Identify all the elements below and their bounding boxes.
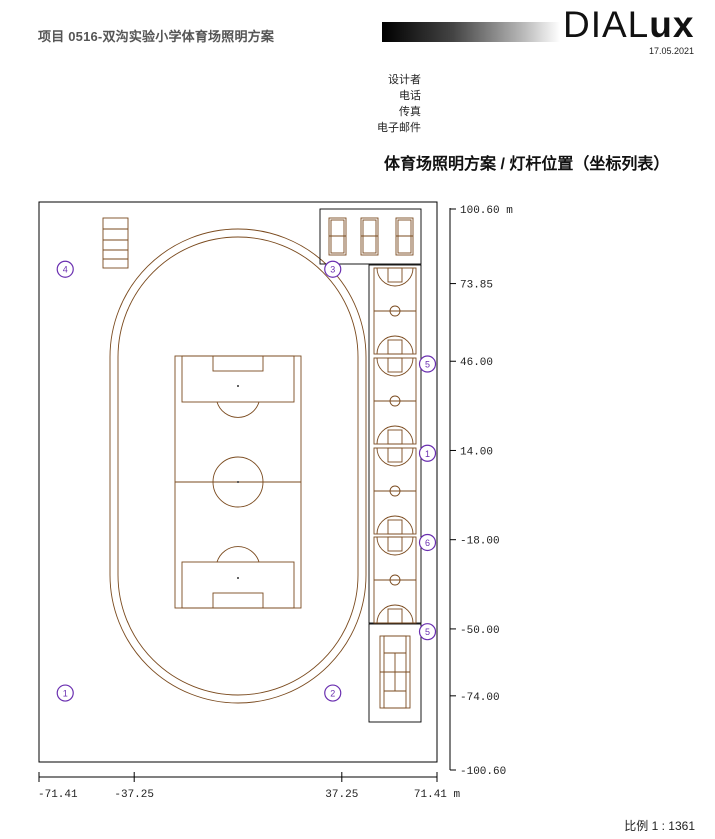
page-heading: 体育场照明方案 / 灯杆位置（坐标列表）	[384, 156, 670, 173]
penalty-area-bottom	[181, 561, 295, 609]
scale-label: 比例 1 : 1361	[624, 819, 695, 833]
light-pole-marker: 6	[418, 533, 437, 552]
light-pole-label: 1	[63, 689, 68, 699]
centre-circle	[212, 456, 264, 508]
light-pole-label: 1	[425, 449, 430, 459]
light-pole-label: 2	[330, 689, 335, 699]
light-pole-markers: 1 2 3 4 5 1 6 5	[56, 260, 437, 702]
x-tick-label: 71.41 m	[414, 789, 461, 801]
phone-label: 电话	[399, 90, 421, 102]
y-tick-label: -18.00	[460, 536, 500, 548]
tennis-court	[379, 635, 411, 709]
x-tick-label: 37.25	[325, 789, 358, 801]
y-tick-label: 100.60 m	[460, 205, 513, 217]
y-tick-label: 73.85	[460, 280, 493, 292]
penalty-spot-top	[237, 385, 239, 387]
light-pole-label: 6	[425, 538, 430, 548]
light-pole-marker: 2	[324, 684, 342, 702]
track-inner-lane	[117, 236, 359, 696]
penalty-arc-bottom	[216, 546, 260, 563]
project-title: 项目 0516-双沟实验小学体育场照明方案	[38, 29, 275, 44]
y-tick-label: 14.00	[460, 446, 493, 458]
court-block-top	[319, 208, 422, 265]
goal-area-bottom	[212, 592, 264, 609]
light-pole-label: 3	[330, 265, 335, 275]
x-axis-ticks: -71.41 -37.25 37.25 71.41 m	[38, 772, 460, 801]
basketball-court	[373, 447, 417, 535]
track-outer-lane	[109, 228, 367, 704]
logo-text-light: DIAL	[563, 4, 650, 45]
basketball-court	[373, 536, 417, 624]
y-tick-label: -74.00	[460, 692, 500, 704]
basketball-court	[373, 267, 417, 355]
light-pole-label: 5	[425, 360, 430, 370]
small-courts-top	[328, 217, 414, 256]
tennis-block	[368, 623, 422, 723]
centre-spot	[237, 481, 239, 483]
field-linework	[109, 228, 367, 704]
penalty-spot-bottom	[237, 577, 239, 579]
light-pole-marker: 5	[418, 623, 437, 641]
report-date: 17.05.2021	[648, 46, 694, 56]
penalty-area-top	[181, 355, 295, 403]
fax-label: 传真	[399, 106, 421, 118]
y-tick-label: -100.60	[460, 766, 506, 778]
email-label: 电子邮件	[377, 122, 421, 134]
light-pole-marker: 5	[418, 355, 437, 373]
brand-gradient-bar	[382, 22, 560, 42]
light-pole-label: 4	[63, 265, 68, 275]
light-pole-marker: 4	[56, 260, 74, 278]
penalty-arc-top	[216, 401, 260, 418]
small-facility-top-left	[102, 217, 129, 269]
y-tick-label: 46.00	[460, 357, 493, 369]
x-tick-label: -37.25	[114, 789, 154, 801]
basketball-courts	[373, 267, 417, 624]
site-boundary	[38, 201, 438, 763]
designer-label: 设计者	[388, 74, 421, 86]
light-pole-label: 5	[425, 627, 430, 637]
basketball-court	[373, 357, 417, 445]
logo-text-bold: ux	[649, 4, 695, 45]
goal-area-top	[212, 355, 264, 372]
contact-block: 设计者 电话 传真 电子邮件	[377, 72, 421, 136]
y-tick-label: -50.00	[460, 625, 500, 637]
light-pole-marker: 1	[56, 684, 74, 702]
x-tick-label: -71.41	[38, 789, 78, 801]
light-pole-marker: 3	[324, 260, 342, 278]
light-pole-marker: 1	[418, 444, 437, 462]
y-axis-ticks: 100.60 m 73.85 46.00 14.00 -18.00 -50.00 -74.0…	[450, 205, 513, 778]
dialux-logo: DIALux	[563, 4, 694, 46]
